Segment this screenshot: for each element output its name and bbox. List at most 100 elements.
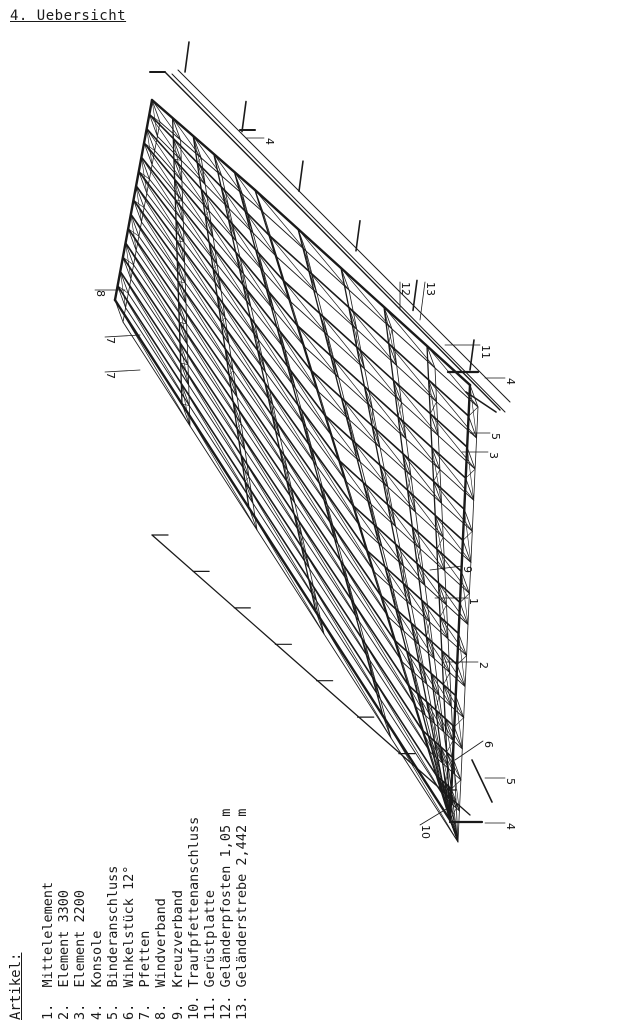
purlin bbox=[242, 284, 251, 319]
cross-brace bbox=[236, 423, 242, 429]
purlin bbox=[446, 751, 450, 787]
purlin bbox=[329, 521, 342, 562]
vertical-post bbox=[351, 439, 361, 463]
top-chord bbox=[347, 306, 390, 345]
bottom-chord bbox=[439, 469, 475, 501]
walkway-rail bbox=[164, 71, 501, 411]
cross-brace bbox=[284, 349, 288, 367]
lower-purlin bbox=[410, 605, 420, 646]
vertical-post bbox=[468, 415, 478, 439]
top-chord bbox=[373, 523, 397, 545]
vertical-post bbox=[416, 563, 426, 586]
cross-brace bbox=[177, 281, 186, 284]
purlin bbox=[228, 374, 234, 403]
vertical-post bbox=[293, 513, 303, 537]
purlin bbox=[244, 210, 257, 251]
diagonal-brace bbox=[324, 414, 361, 463]
bottom-chord bbox=[405, 438, 441, 471]
truss-frame bbox=[94, 41, 511, 843]
lower-purlin bbox=[216, 263, 222, 292]
purlin bbox=[244, 480, 250, 509]
cross-brace bbox=[439, 604, 447, 618]
vertical-post bbox=[407, 684, 417, 708]
bottom-chord bbox=[224, 316, 267, 373]
vertical-post bbox=[350, 599, 360, 622]
diagonal-brace bbox=[443, 684, 465, 719]
vertical-post bbox=[395, 543, 404, 567]
diagonal-brace bbox=[228, 374, 288, 471]
lower-purlin bbox=[184, 282, 187, 304]
vertical-post bbox=[254, 189, 264, 213]
diagonal-brace bbox=[240, 454, 310, 569]
diagonal-brace bbox=[265, 288, 306, 348]
purlin bbox=[373, 523, 386, 568]
vertical-post bbox=[242, 284, 252, 308]
cross-brace bbox=[369, 659, 373, 678]
top-chord bbox=[329, 354, 366, 388]
purlin bbox=[418, 661, 428, 703]
lower-purlin bbox=[396, 365, 402, 403]
top-chord bbox=[308, 270, 350, 309]
vertical-post bbox=[402, 583, 412, 606]
lower-purlin bbox=[316, 292, 329, 336]
top-chord bbox=[285, 480, 342, 562]
vertical-post bbox=[297, 404, 307, 428]
diagonal-brace bbox=[431, 447, 475, 501]
vertical-post bbox=[174, 199, 184, 223]
top-chord bbox=[307, 578, 374, 678]
bottom-chord bbox=[148, 178, 184, 223]
bottom-chord bbox=[338, 377, 373, 409]
vertical-post bbox=[204, 215, 214, 239]
diagonal-brace bbox=[308, 578, 381, 700]
lower-purlin bbox=[138, 221, 142, 237]
top-chord bbox=[323, 414, 354, 441]
vertical-post bbox=[441, 780, 451, 803]
bottom-chord bbox=[256, 529, 325, 635]
vertical-post bbox=[340, 397, 350, 421]
bottom-chord bbox=[316, 465, 361, 528]
top-chord bbox=[411, 526, 438, 550]
lower-purlin bbox=[316, 465, 328, 506]
purlin bbox=[430, 672, 437, 711]
vertical-post bbox=[268, 234, 278, 258]
vertical-post bbox=[379, 594, 389, 618]
diagonal-brace bbox=[286, 480, 349, 583]
purlin bbox=[397, 416, 404, 455]
top-chord bbox=[173, 178, 206, 217]
lower-purlin bbox=[273, 310, 286, 350]
diagonal-brace bbox=[178, 301, 238, 398]
vertical-post bbox=[236, 427, 246, 451]
top-chord bbox=[295, 324, 332, 357]
bottom-chord bbox=[220, 290, 259, 341]
diagonal-brace bbox=[220, 186, 254, 234]
callout-number: 9 bbox=[461, 566, 474, 573]
lower-purlin bbox=[356, 328, 366, 370]
diagonal-brace bbox=[341, 397, 381, 449]
lower-purlin bbox=[429, 621, 435, 660]
purlin bbox=[308, 270, 321, 315]
top-chord bbox=[318, 312, 358, 348]
top-chord bbox=[416, 562, 440, 584]
top-chord bbox=[196, 161, 222, 188]
top-chord bbox=[220, 321, 266, 384]
cross-brace bbox=[305, 250, 310, 272]
bottom-chord bbox=[346, 481, 372, 505]
bottom-chord bbox=[241, 193, 264, 213]
diagonal-brace bbox=[235, 251, 275, 311]
callout-number: 4 bbox=[504, 823, 517, 830]
vertical-post bbox=[421, 599, 431, 623]
bottom-chord bbox=[143, 207, 186, 264]
vertical-post bbox=[418, 661, 428, 685]
bottom-chord bbox=[188, 384, 250, 478]
bottom-chord bbox=[240, 423, 296, 504]
bottom-chord bbox=[186, 323, 238, 398]
lower-purlin bbox=[418, 644, 428, 685]
diagonal-brace bbox=[352, 504, 383, 547]
diagonal-brace bbox=[172, 117, 202, 159]
diagonal-brace bbox=[264, 382, 318, 467]
callout-number: 2 bbox=[477, 662, 490, 669]
vertical-post bbox=[387, 504, 397, 527]
diagonal-brace bbox=[421, 599, 449, 640]
cross-brace bbox=[263, 271, 267, 289]
